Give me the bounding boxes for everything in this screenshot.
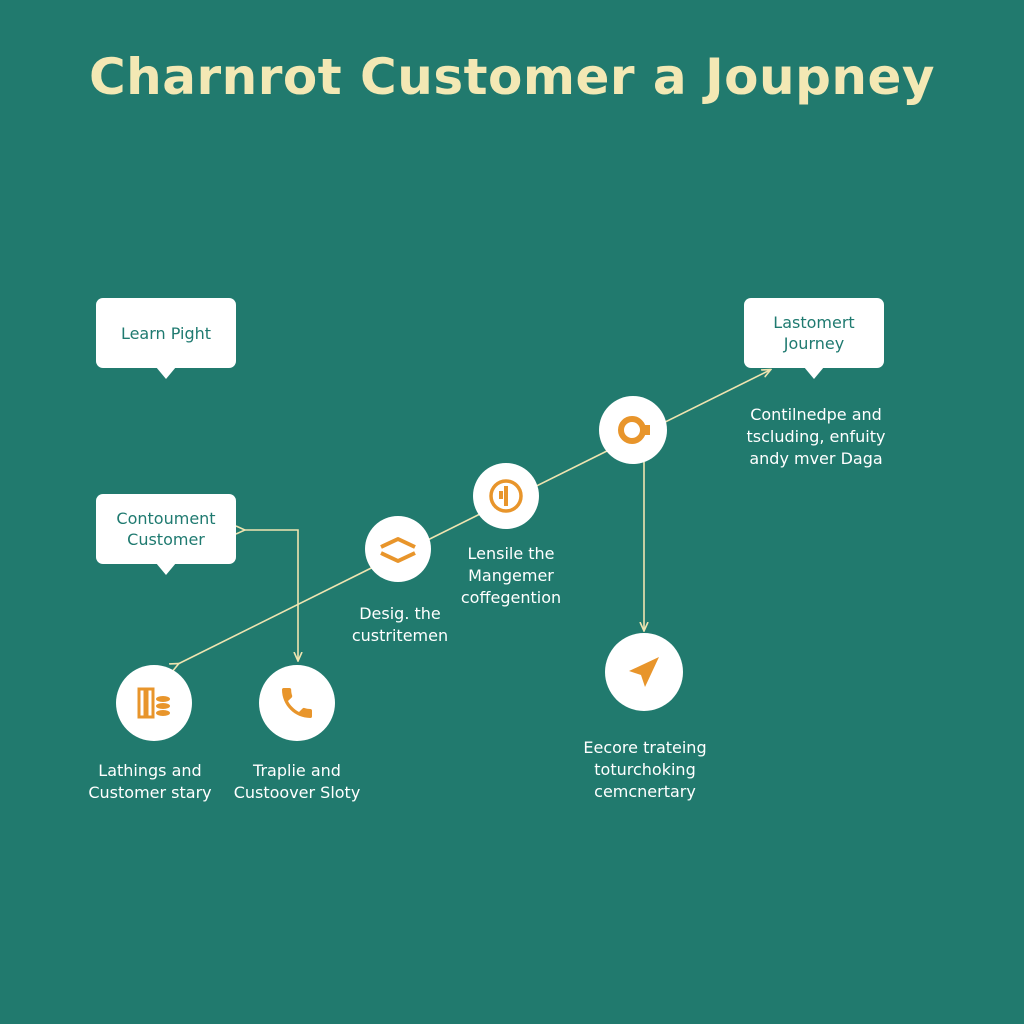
node-lathings [116, 665, 192, 741]
bubble-label: Lastomert Journey [773, 313, 855, 353]
caption-gear: Contilnedpe and tscluding, enfuity andy … [746, 405, 886, 468]
info-circle-icon [489, 479, 523, 513]
node-gear [599, 396, 667, 464]
bubble-lastomert-journey: Lastomert Journey [744, 298, 884, 379]
caption-eecore: Eecore trateing toturchoking cemcnertary [583, 738, 707, 801]
bubble-label: Learn Pight [120, 323, 212, 343]
bubble-learn-pight: Learn Pight [96, 298, 236, 379]
caption-traplie: Traplie and Custoover Sloty [233, 761, 361, 802]
gear-icon [618, 416, 650, 444]
phone-icon [282, 688, 312, 718]
chevrons-icon [380, 537, 416, 563]
node-design [365, 516, 431, 582]
node-eecore [605, 633, 683, 711]
connector-elbow [244, 530, 298, 660]
caption-lathings: Lathings and Customer stary [88, 761, 212, 802]
database-icon [137, 687, 170, 719]
caption-design: Desig. the custritemen [351, 604, 449, 645]
bubble-contoument-customer: Contoument Customer [96, 494, 236, 575]
page-title: Charnrot Customer a Joupney [88, 48, 936, 106]
caption-lensile: Lensile the Mangemer coffegention [460, 544, 562, 607]
bubble-label: Contoument Customer [116, 509, 216, 549]
node-lensile [473, 463, 539, 529]
node-traplie [259, 665, 335, 741]
send-icon [629, 657, 659, 687]
